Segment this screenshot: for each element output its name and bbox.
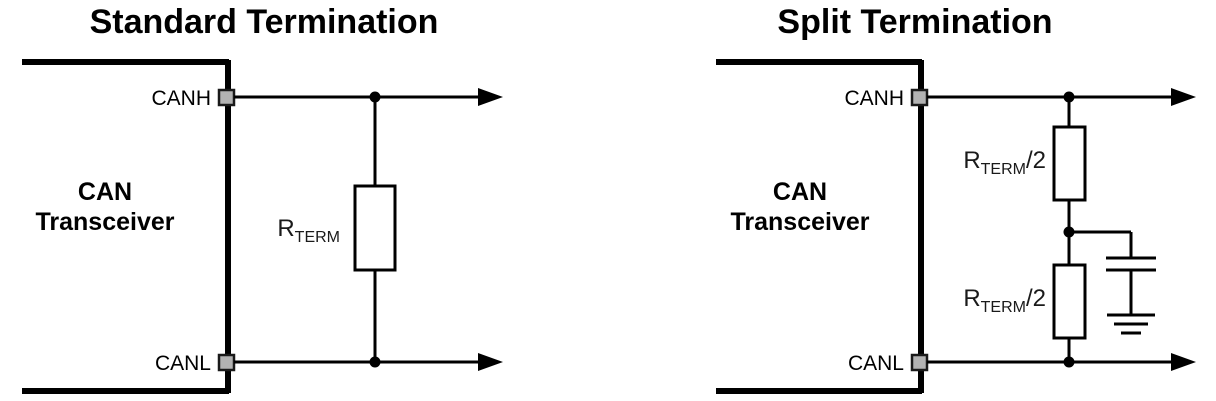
pin-label-canh-left: CANH: [151, 87, 211, 110]
resistor-rterm-left-label-main: R: [277, 215, 294, 242]
diagram-standard-termination: Standard Termination CAN Transceiver CAN…: [22, 3, 503, 394]
net-canh-bus-left: [234, 88, 503, 106]
transceiver-block-outline-left: [22, 59, 231, 394]
resistor-rterm-left-label-sub: TERM: [295, 229, 340, 246]
net-canl-bus-left: [234, 353, 503, 371]
transceiver-block-outline-right: [716, 59, 924, 394]
junction-dot-canl-left: [369, 356, 381, 368]
transceiver-label-line1-right: CAN: [773, 178, 827, 206]
title-split-termination: Split Termination: [777, 3, 1052, 41]
resistor-rterm-lower-label: RTERM/2: [963, 285, 1046, 316]
resistor-rterm-left-label: RTERM: [277, 215, 340, 246]
arrowhead-canh-right: [1171, 88, 1196, 106]
arrowhead-canh-left: [478, 88, 503, 106]
diagram-split-termination: Split Termination CAN Transceiver CANH C…: [716, 3, 1196, 394]
junction-dot-split-node: [1063, 226, 1075, 238]
resistor-rterm-lower-label-main: R: [963, 285, 980, 312]
resistor-rterm-lower-label-suffix: /2: [1026, 285, 1046, 312]
ground-symbol: [1107, 313, 1155, 335]
resistor-rterm-left-body: [353, 184, 397, 272]
resistor-rterm-upper-body: [1052, 125, 1087, 202]
junction-dot-canh-left: [369, 91, 381, 103]
transceiver-label-line2: Transceiver: [36, 208, 175, 236]
junction-dot-canl-right: [1063, 356, 1075, 368]
arrowhead-canl-right: [1171, 353, 1196, 371]
capacitor-split: [1106, 256, 1156, 315]
pin-square-canl-right: [910, 353, 929, 372]
resistor-rterm-upper-label: RTERM/2: [963, 147, 1046, 178]
resistor-rterm-upper-label-suffix: /2: [1026, 147, 1046, 174]
pin-square-canh-right: [910, 88, 929, 107]
arrowhead-canl-left: [478, 353, 503, 371]
resistor-rterm-lower-body: [1052, 263, 1087, 340]
title-standard-termination: Standard Termination: [90, 3, 439, 41]
net-canl-bus-right: [927, 353, 1196, 371]
transceiver-label-line1: CAN: [78, 178, 132, 206]
net-canh-bus-right: [927, 88, 1196, 106]
transceiver-label-line2-right: Transceiver: [731, 208, 870, 236]
resistor-rterm-upper-label-sub: TERM: [981, 161, 1026, 178]
junction-dot-canh-right: [1063, 91, 1075, 103]
pin-square-canl-left: [217, 353, 236, 372]
pin-square-canh-left: [217, 88, 236, 107]
pin-label-canh-right: CANH: [844, 87, 904, 110]
resistor-rterm-lower-label-sub: TERM: [981, 299, 1026, 316]
resistor-rterm-upper-label-main: R: [963, 147, 980, 174]
pin-label-canl-right: CANL: [848, 352, 904, 375]
pin-label-canl-left: CANL: [155, 352, 211, 375]
net-split-node-to-cap: [1069, 230, 1133, 257]
